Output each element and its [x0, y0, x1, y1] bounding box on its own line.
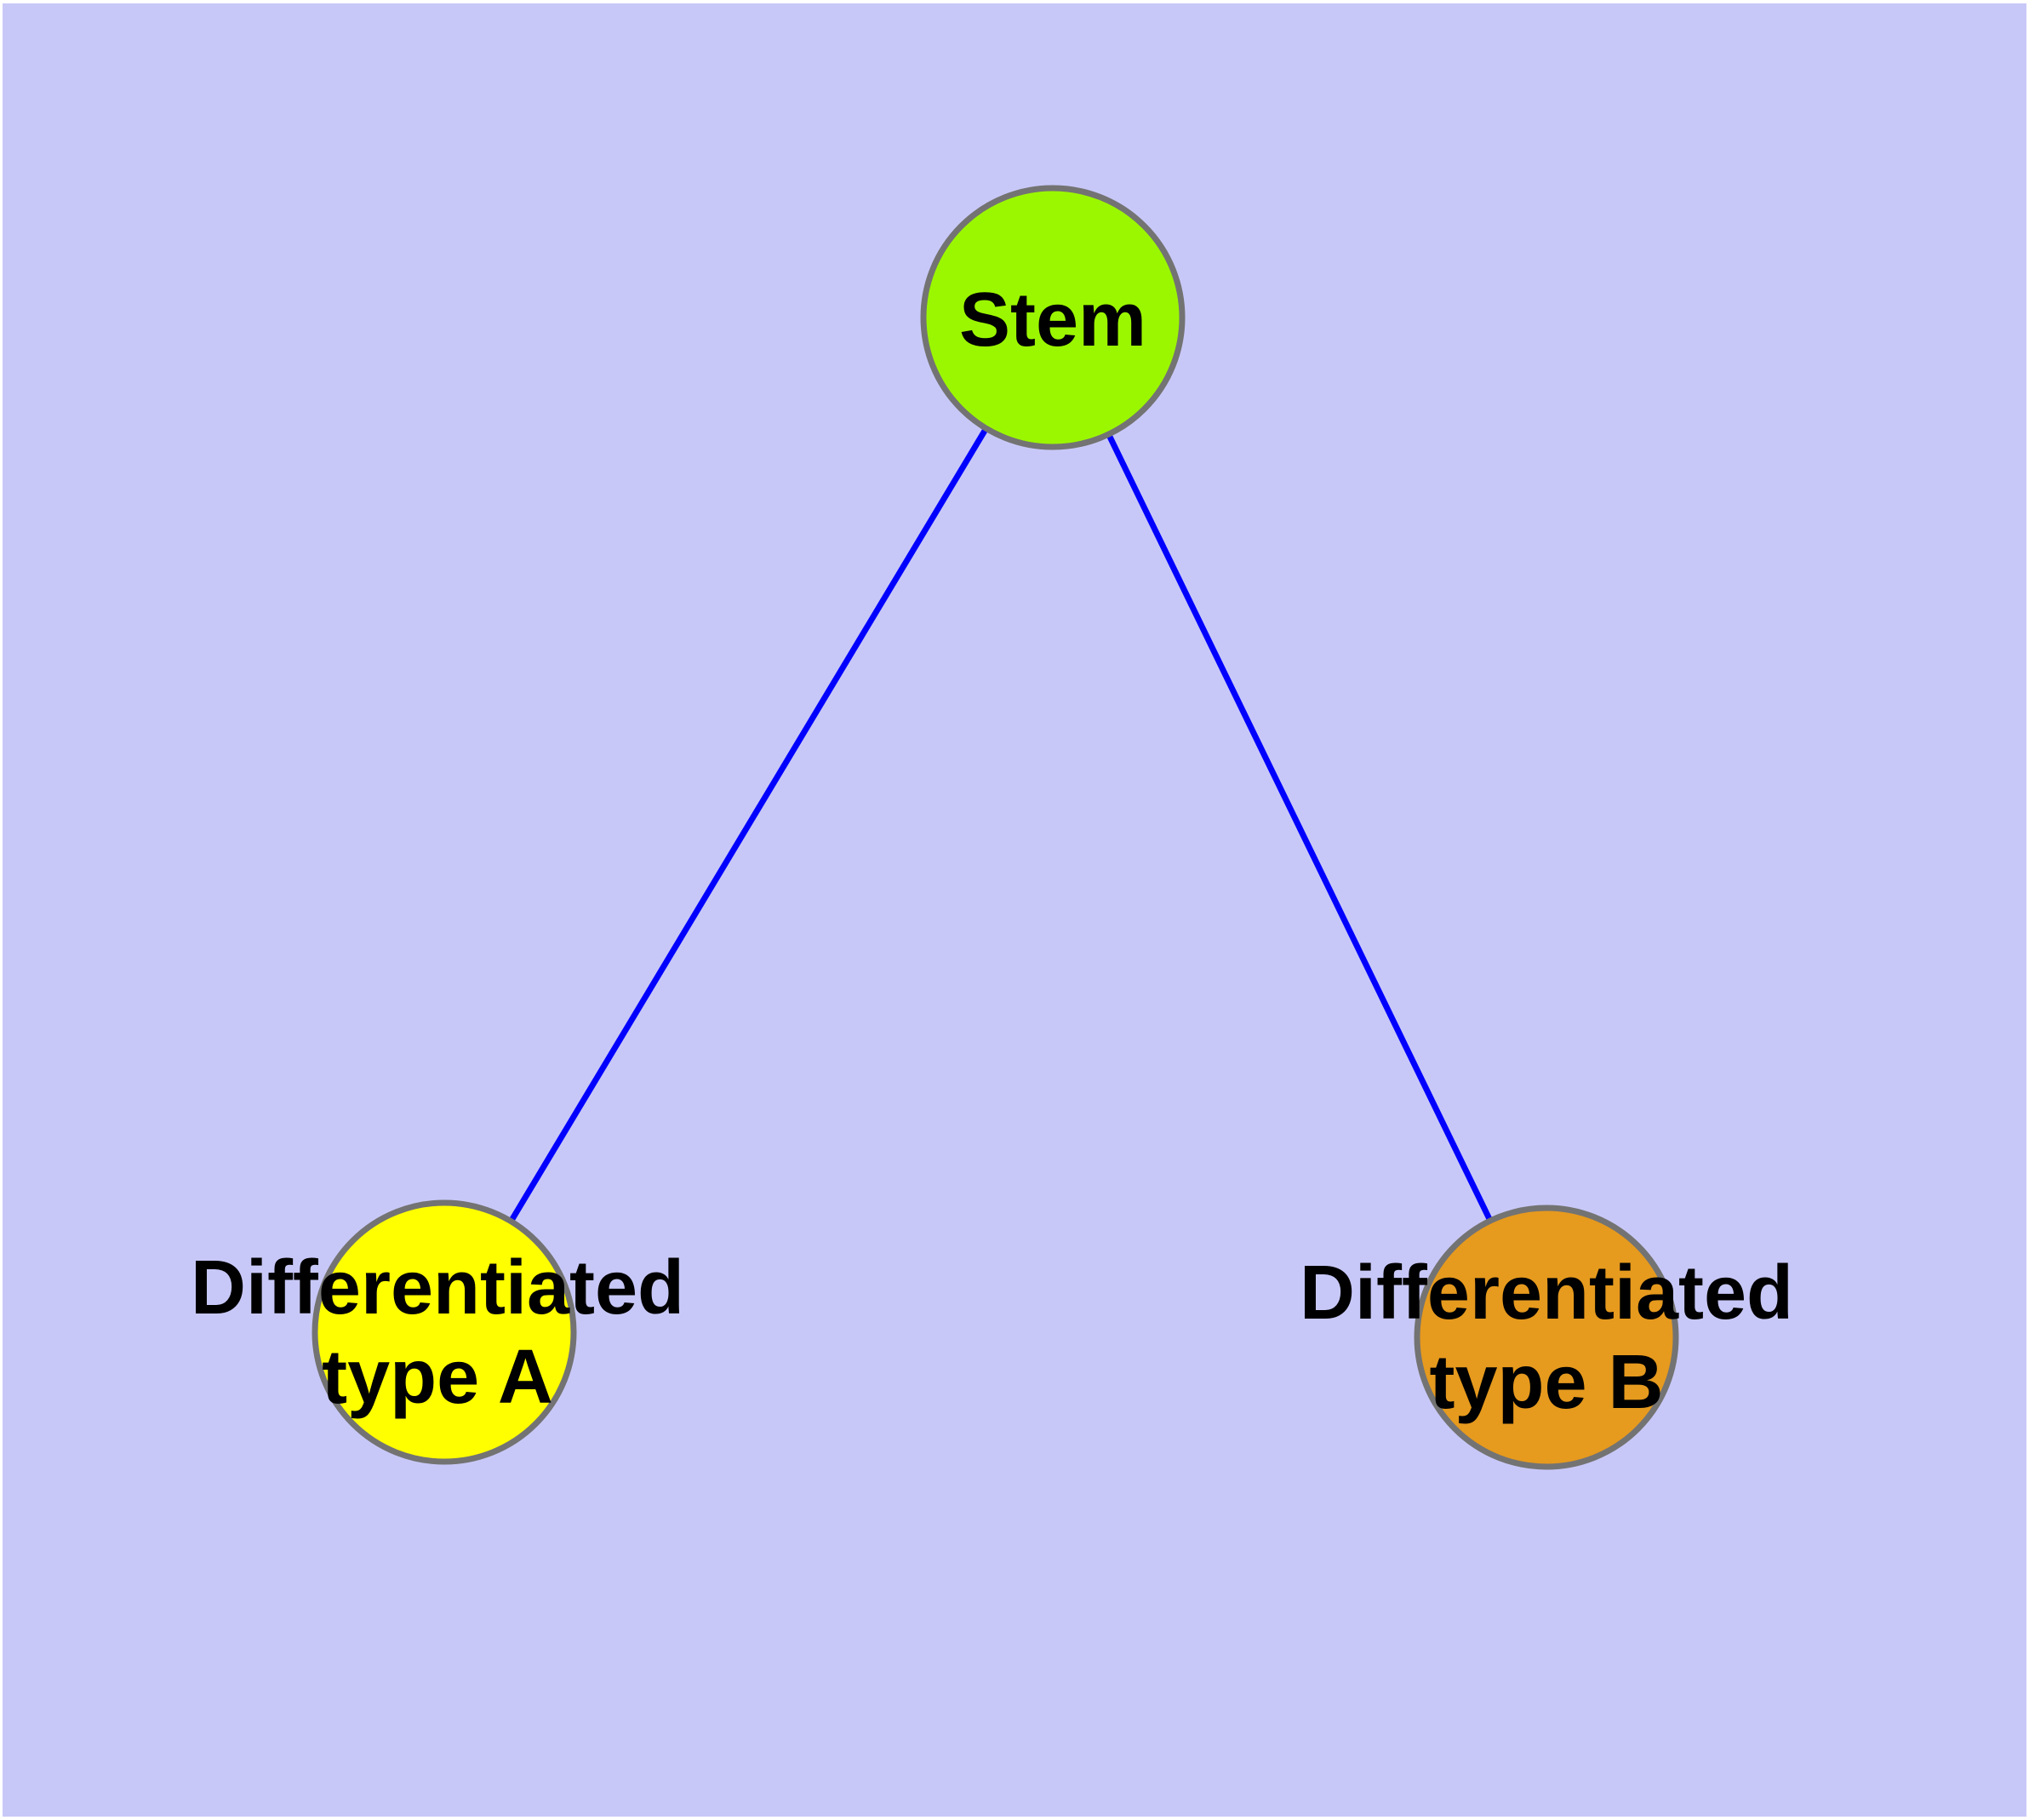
edge-stem-to-type-b [1106, 435, 1493, 1221]
type-b-label-line2: type B [1429, 1340, 1663, 1425]
differentiated-type-a-node [311, 1199, 577, 1465]
type-a-label-line2: type A [322, 1335, 553, 1420]
type-a-label-line1: Differentiated [191, 1245, 684, 1331]
stem-node-label: Stem [959, 278, 1146, 363]
type-b-label-line1: Differentiated [1300, 1251, 1793, 1336]
stem-node [920, 185, 1186, 450]
differentiated-type-b-node [1414, 1205, 1679, 1470]
edge-stem-to-type-a [509, 429, 988, 1221]
